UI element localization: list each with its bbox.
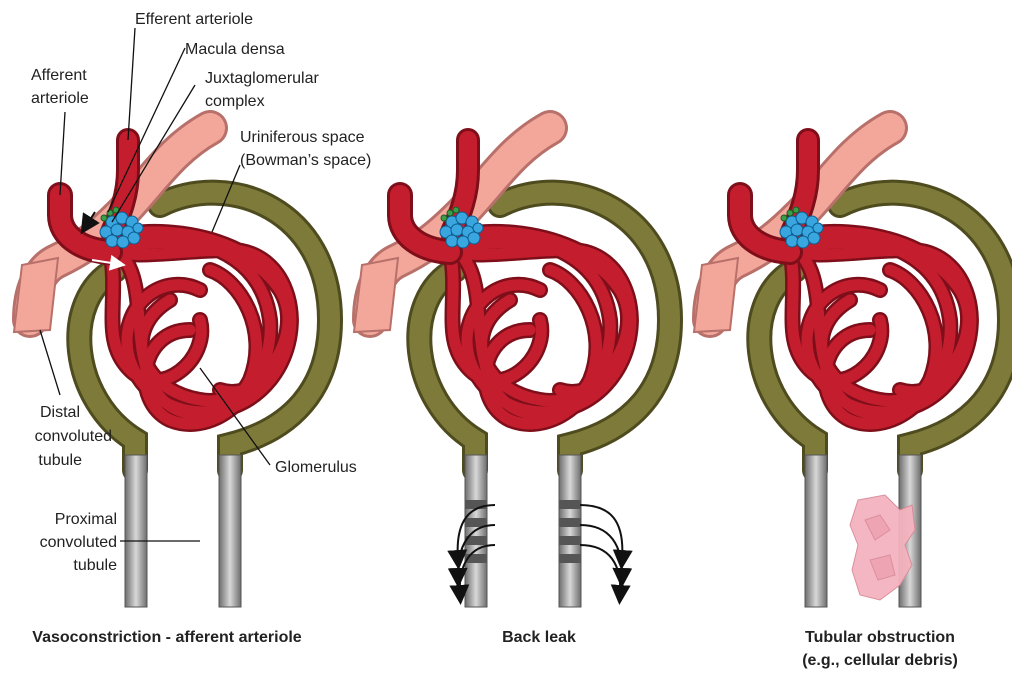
caption-vasoconstriction: Vasoconstriction - afferent arteriole (32, 629, 302, 646)
label-distal-1: Distal (40, 404, 80, 421)
caption-tubular-obstruction-2: (e.g., cellular debris) (802, 652, 958, 669)
label-distal-3: tubule (38, 452, 82, 469)
label-macula-densa: Macula densa (185, 41, 285, 58)
label-distal-2: convoluted (35, 428, 112, 445)
caption-back-leak: Back leak (502, 629, 576, 646)
panel-back-leak (354, 128, 670, 607)
label-glomerulus: Glomerulus (275, 459, 357, 476)
label-efferent-arteriole: Efferent arteriole (135, 11, 253, 28)
label-afferent-1: Afferent (31, 67, 87, 84)
label-proximal-3: tubule (73, 557, 117, 574)
label-proximal-2: convoluted (40, 534, 117, 551)
captions: Vasoconstriction - afferent arteriole Ba… (32, 629, 958, 669)
label-uriniferous-2: (Bowman’s space) (240, 152, 371, 169)
label-afferent-2: arteriole (31, 90, 89, 107)
caption-tubular-obstruction-1: Tubular obstruction (805, 629, 955, 646)
panel-tubular-obstruction (694, 128, 1010, 607)
label-juxtaglomerular-2: complex (205, 93, 265, 110)
label-uriniferous-1: Uriniferous space (240, 129, 365, 146)
label-juxtaglomerular-1: Juxtaglomerular (205, 70, 320, 87)
label-proximal-1: Proximal (55, 511, 117, 528)
